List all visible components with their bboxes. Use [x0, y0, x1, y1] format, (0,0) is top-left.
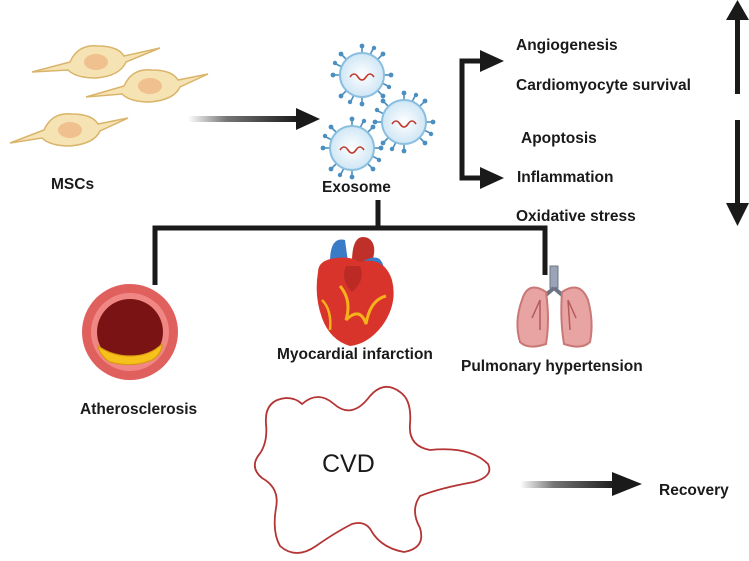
- pulmonary-hypertension-label: Pulmonary hypertension: [461, 358, 643, 375]
- apoptosis-label: Apoptosis: [521, 130, 597, 147]
- atherosclerosis-label: Atherosclerosis: [80, 401, 198, 418]
- effects-upper-arrowhead: [480, 50, 504, 72]
- stem-cell: [85, 69, 209, 103]
- stem-cell: [31, 45, 161, 79]
- recovery-arrow: [520, 472, 642, 496]
- lung-icon: [516, 265, 593, 348]
- recovery-label: Recovery: [659, 482, 729, 499]
- down-arrow-icon: [726, 120, 749, 226]
- stem-cell: [9, 113, 129, 147]
- cvd-outline-shape: [253, 386, 491, 554]
- exosome-label: Exosome: [322, 179, 391, 196]
- artery-cross-section-icon: [82, 284, 178, 380]
- exosome-icon: [320, 43, 436, 180]
- oxidative-stress-label: Oxidative stress: [516, 208, 636, 225]
- myocardial-infarction-label: Myocardial infarction: [277, 346, 433, 363]
- effects-bracket: [459, 58, 482, 181]
- heart-icon: [316, 237, 394, 346]
- cvd-label: CVD: [322, 450, 375, 478]
- angiogenesis-label: Angiogenesis: [516, 37, 618, 54]
- up-arrow-icon: [726, 0, 749, 94]
- effects-lower-arrowhead: [480, 167, 504, 189]
- mscs-to-exosome-arrow: [188, 108, 320, 130]
- mscs-label: MSCs: [51, 176, 95, 193]
- cardiomyocyte-survival-label: Cardiomyocyte survival: [516, 77, 691, 94]
- disease-distribution-bracket: [152, 200, 548, 285]
- inflammation-label: Inflammation: [517, 169, 614, 186]
- stem-cell-icon: [9, 45, 209, 147]
